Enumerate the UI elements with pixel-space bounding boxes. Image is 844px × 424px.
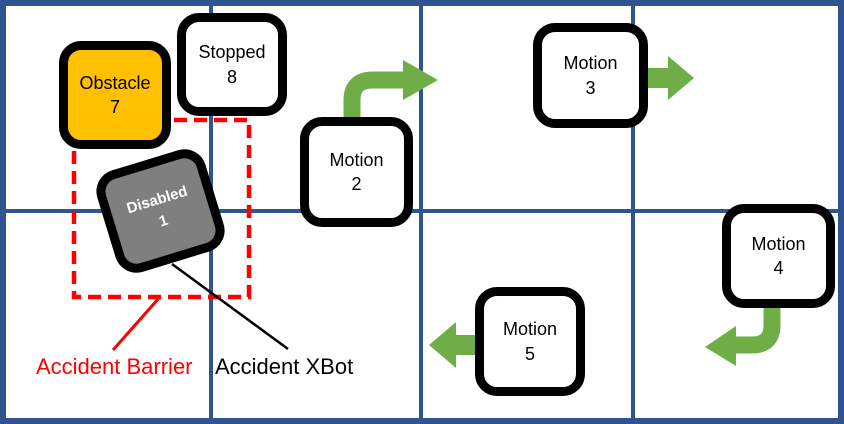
xbot-obstacle-7: Obstacle 7 xyxy=(59,41,171,149)
xbot-label: Motion xyxy=(329,149,384,170)
motion-arrow-right-icon xyxy=(648,56,694,100)
motion-arrow-left-icon xyxy=(429,322,475,368)
motion-arrow-curved-down-left-icon xyxy=(705,306,781,366)
xbot-number: 4 xyxy=(773,258,784,278)
xbot-number: 8 xyxy=(226,66,237,87)
xbot-number: 7 xyxy=(109,97,120,117)
accident-barrier-label: Accident Barrier xyxy=(36,354,193,379)
motion-arrow-curved-up-right-icon xyxy=(343,60,438,118)
xbot-stopped-8: Stopped 8 xyxy=(177,13,287,116)
grid-line-horizontal-1 xyxy=(0,209,844,213)
xbot-label: Obstacle xyxy=(79,72,151,93)
xbot-number: 5 xyxy=(524,343,535,364)
xbot-motion-4: Motion 4 xyxy=(722,204,835,308)
xbot-motion-3: Motion 3 xyxy=(533,23,648,128)
xbot-motion-2: Motion 2 xyxy=(300,117,413,227)
accident-xbot-label: Accident XBot xyxy=(215,354,354,379)
xbot-label: Motion xyxy=(502,319,558,340)
xbot-label: Stopped xyxy=(198,42,266,63)
accident-barrier-callout-line xyxy=(111,297,161,351)
xbot-motion-5: Motion 5 xyxy=(475,287,585,396)
accident-xbot-callout-line xyxy=(171,262,289,351)
xbot-number: 3 xyxy=(585,77,596,98)
xbot-label: Motion xyxy=(563,53,618,74)
xbot-number: 2 xyxy=(351,174,362,194)
xbot-label: Motion xyxy=(751,233,806,254)
xbot-number: 1 xyxy=(157,211,171,231)
